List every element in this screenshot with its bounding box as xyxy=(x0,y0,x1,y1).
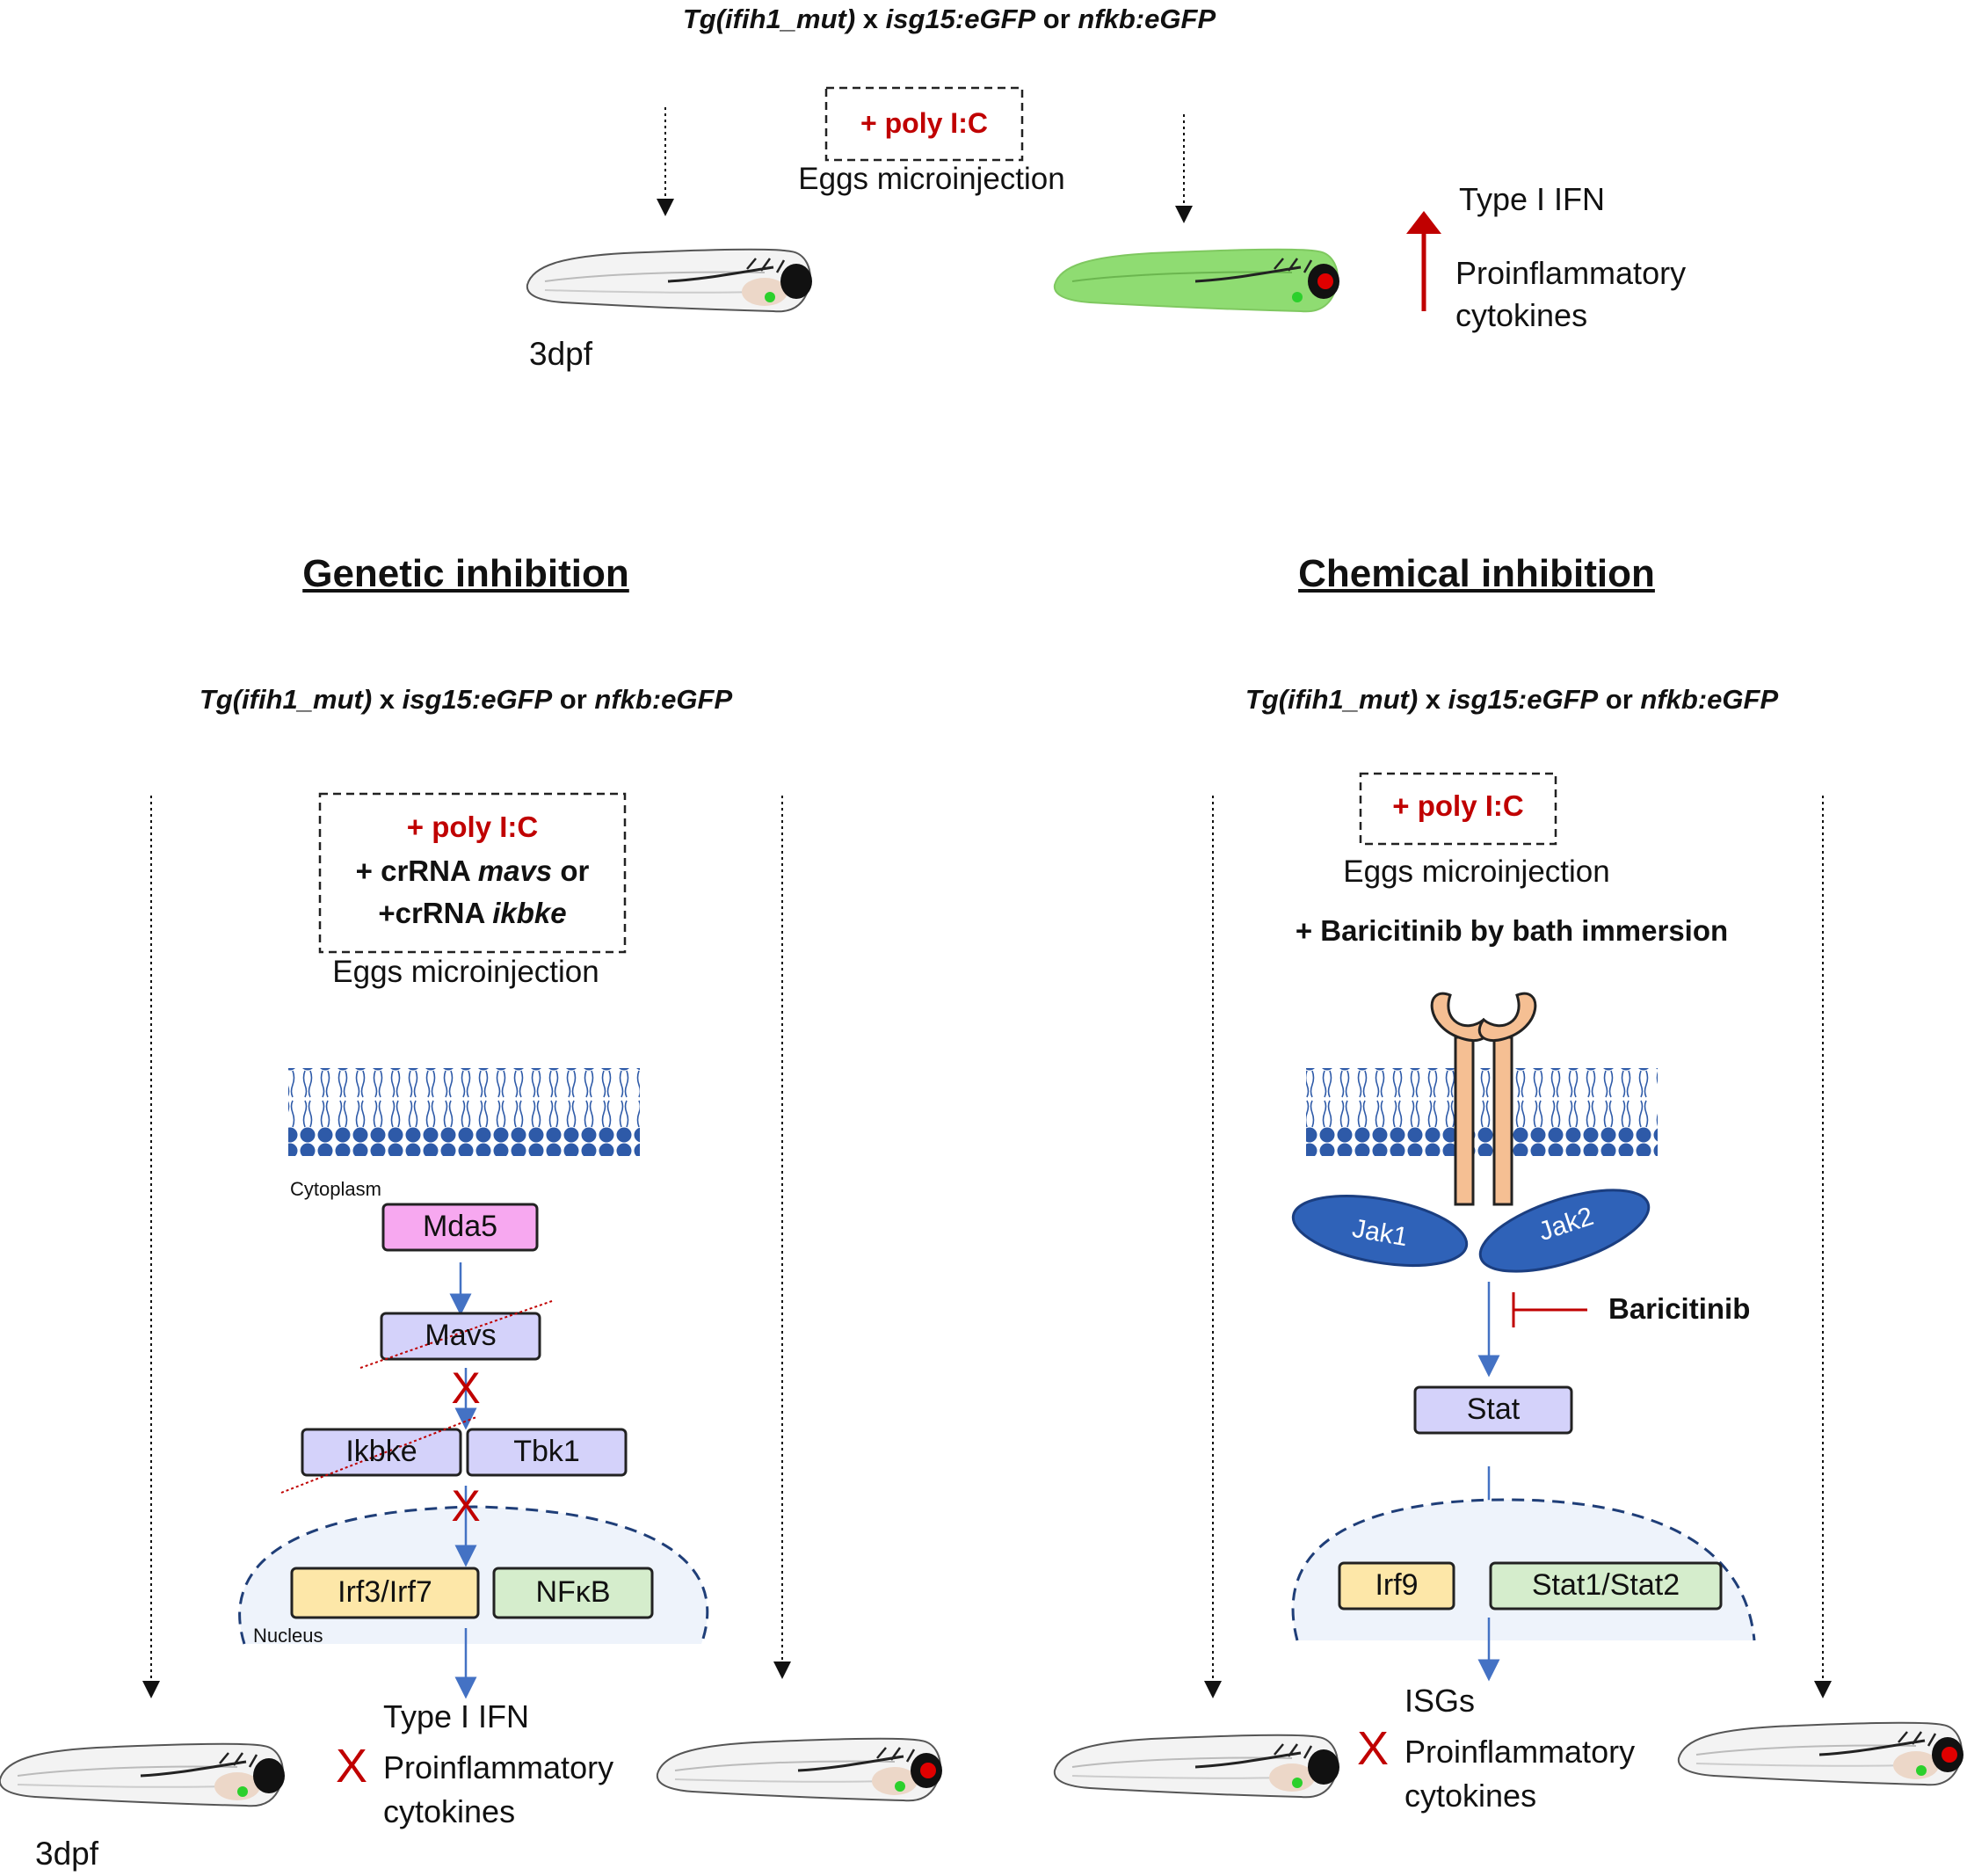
top-result-line3: cytokines xyxy=(1455,297,1588,333)
chemical-result-line2: Proinflammatory xyxy=(1404,1734,1636,1770)
tbk1-node xyxy=(466,1428,628,1477)
ikbke-strike xyxy=(280,1416,477,1494)
genetic-result-block-mark: X xyxy=(336,1740,368,1792)
genetic-reagent-3: +crRNA ikbke xyxy=(378,897,567,929)
stat-label: Stat xyxy=(1466,1392,1521,1426)
chemical-heading: Chemical inhibition xyxy=(1298,552,1655,595)
irf-node xyxy=(290,1567,480,1619)
genetic-larva-left xyxy=(0,1742,287,1807)
genetic-reagent-2: + crRNA mavs or xyxy=(355,854,590,887)
stat-node xyxy=(1413,1385,1573,1435)
top-increase-arrowhead xyxy=(1406,211,1441,234)
nucleus-label: Nucleus xyxy=(253,1625,323,1647)
jak1-shape xyxy=(1291,1195,1469,1267)
genetic-result-line1: Type I IFN xyxy=(383,1698,530,1734)
top-injection-label: Eggs microinjection xyxy=(798,162,1065,196)
top-result-line1: Type I IFN xyxy=(1459,181,1606,217)
top-result-line2: Proinflammatory xyxy=(1455,255,1687,291)
genetic-heading: Genetic inhibition xyxy=(302,552,629,595)
genetic-cross-line: Tg(ifih1_mut) x isg15:eGFP or nfkb:eGFP xyxy=(199,684,733,715)
genetic-injection-box xyxy=(318,792,627,954)
mavs-block-mark: X xyxy=(451,1363,481,1413)
top-injection-reagent: + poly I:C xyxy=(860,107,988,139)
tbk1-label: Tbk1 xyxy=(513,1435,580,1468)
top-cross-line: Tg(ifih1_mut) x isg15:eGFP or nfkb:eGFP xyxy=(682,4,1216,34)
baricitinib-label: Baricitinib xyxy=(1608,1292,1751,1325)
cytokine-receptor xyxy=(1430,992,1537,1206)
chemical-result-line1: ISGs xyxy=(1404,1683,1476,1719)
top-injection-box xyxy=(824,86,1024,162)
top-age-label: 3dpf xyxy=(529,336,593,372)
genetic-result-line2: Proinflammatory xyxy=(383,1749,614,1785)
chemical-cross-line: Tg(ifih1_mut) x isg15:eGFP or nfkb:eGFP xyxy=(1245,684,1779,715)
irf9-label: Irf9 xyxy=(1375,1568,1419,1602)
genetic-reagent-1: + poly I:C xyxy=(406,811,539,843)
top-larva-green xyxy=(1053,248,1339,313)
chemical-bath-label: + Baricitinib by bath immersion xyxy=(1295,914,1729,947)
chemical-result-line3: cytokines xyxy=(1404,1778,1537,1814)
genetic-injection-label: Eggs microinjection xyxy=(332,955,599,989)
chemical-membrane xyxy=(1306,1068,1658,1156)
irf-label: Irf3/Irf7 xyxy=(338,1575,432,1609)
jak2-shape xyxy=(1478,1189,1651,1273)
chemical-larva-left xyxy=(1053,1734,1341,1799)
genetic-membrane xyxy=(288,1068,640,1156)
genetic-age-label: 3dpf xyxy=(35,1836,99,1872)
irf9-node xyxy=(1338,1561,1455,1611)
chemical-larva-right xyxy=(1677,1721,1965,1786)
chemical-reagent-1: + poly I:C xyxy=(1392,789,1524,822)
mda5-node xyxy=(381,1203,539,1252)
ikbke-node xyxy=(301,1428,462,1477)
mavs-strike xyxy=(359,1300,553,1369)
nfkb-node xyxy=(492,1567,654,1619)
chemical-result-block-mark: X xyxy=(1357,1722,1390,1775)
nfkb-label: NFκB xyxy=(535,1575,611,1609)
chemical-injection-box xyxy=(1359,772,1557,846)
ikbke-block-mark: X xyxy=(451,1481,481,1531)
mavs-label: Mavs xyxy=(425,1319,497,1352)
stat12-node xyxy=(1489,1561,1723,1611)
top-larva-normal xyxy=(526,248,814,313)
genetic-result-line3: cytokines xyxy=(383,1793,516,1829)
genetic-larva-right xyxy=(656,1737,944,1802)
ikbke-label: Ikbke xyxy=(345,1435,417,1468)
chemical-injection-label: Eggs microinjection xyxy=(1343,854,1610,889)
cytoplasm-label: Cytoplasm xyxy=(290,1178,381,1200)
stat12-label: Stat1/Stat2 xyxy=(1531,1568,1680,1602)
mda5-label: Mda5 xyxy=(422,1210,498,1243)
